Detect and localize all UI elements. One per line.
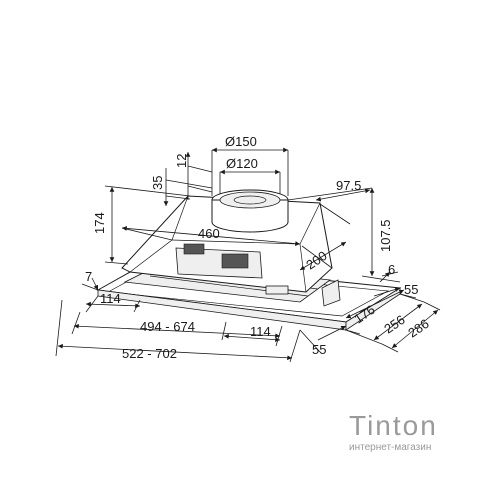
dim-label-114-left: 114 [100,291,121,306]
dimension-lines [55,147,441,363]
side-bracket [321,279,341,307]
hood-body [96,189,402,331]
dim-label-55-bottom: 55 [312,342,326,357]
damper-flap [233,195,267,205]
store-subtitle: интернет-магазин [349,442,432,453]
dim-label-460: 460 [198,226,220,241]
dim-label-d120: Ø120 [226,156,258,171]
light-unit [265,285,289,295]
capacitor-block [221,253,249,269]
dim-label-256: 256 [381,312,407,337]
terminal-block [183,243,205,255]
dim-label-35: 35 [150,176,165,190]
dim-label-7: 7 [85,269,92,284]
dim-label-174: 174 [92,212,107,234]
dim-label-d150: Ø150 [225,134,257,149]
dim-label-12: 12 [174,154,189,168]
dim-label-494-674: 494 - 674 [140,319,195,334]
dim-label-6: 6 [388,262,395,277]
dim-label-286: 286 [405,316,431,341]
store-logo-text: Tinton [349,410,438,441]
dim-label-55-top: 55 [404,282,418,297]
dim-label-522-702: 522 - 702 [122,346,177,361]
dim-label-97-5: 97.5 [336,178,361,193]
dim-label-114-mid: 114 [250,324,271,339]
store-watermark: Tinton интернет-магазин [349,410,469,454]
dim-label-107-5: 107.5 [378,219,393,252]
spigot-opening [219,191,281,209]
